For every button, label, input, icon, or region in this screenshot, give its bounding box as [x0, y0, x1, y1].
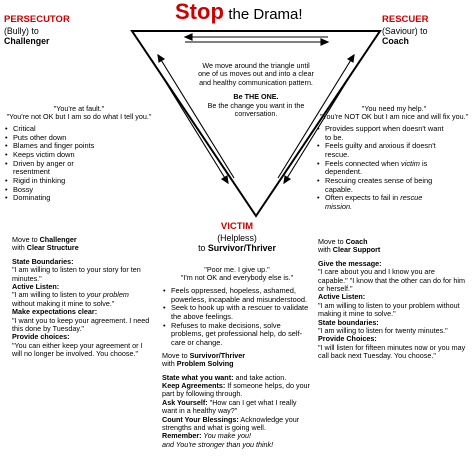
challenger-panel: Move to Challenger with Clear Structure … — [12, 235, 152, 359]
expectations-heading: Make expectations clear: — [12, 307, 98, 317]
title-rest: the Drama! — [228, 6, 303, 23]
victim-traits: Feels oppressed, hopeless, ashamed, powe… — [162, 286, 312, 348]
count-blessings: Count Your Blessings: Acknowledge your s… — [162, 414, 300, 432]
top-arrows — [183, 33, 330, 46]
rescuer-traits: Provides support when doesn't want to be… — [316, 124, 446, 212]
give-message-text: "I care about you and I know you are cap… — [318, 267, 465, 294]
title-stop: Stop — [175, 0, 224, 24]
center-text: We move around the triangle until one of… — [196, 61, 316, 119]
victim-quote-1: "Poor me. I give up." — [204, 265, 270, 274]
rescuer-to: Coach — [382, 35, 409, 46]
coach-with: with Clear Support — [318, 245, 381, 255]
list-item: Driven by anger or resentment — [4, 159, 103, 177]
center-be-one: Be THE ONE. — [233, 92, 279, 102]
list-item: Keeps victim down — [4, 150, 154, 160]
expectations-text: "I want you to keep your agreement. I ne… — [12, 315, 150, 334]
list-item: Bossy — [4, 185, 154, 195]
survivor-steps: State what you want: and take action. Ke… — [162, 372, 312, 450]
rescuer-header: RESCUER (Saviour) to Coach — [382, 14, 472, 46]
list-item: Blames and finger points — [4, 142, 154, 151]
persecutor-to: Challenger — [4, 35, 50, 46]
survivor-move: Move to Survivor/Thriver with Problem So… — [162, 350, 246, 369]
state-boundaries-heading: State Boundaries: — [12, 256, 74, 266]
active-listen-text: "I am willing to listen to your problem … — [12, 290, 129, 308]
persecutor-header: PERSECUTOR (Bully) to Challenger — [4, 14, 104, 46]
victim-header: VICTIM (Helpless) to Survivor/Thriver — [160, 221, 314, 253]
list-item: Rigid in thinking — [4, 176, 154, 186]
page-title: Stop the Drama! — [175, 0, 335, 27]
choices-text: "You can either keep your agreement or I… — [12, 340, 143, 359]
persecutor-quote-2: "You're not OK but I am so do what I tel… — [6, 112, 152, 122]
keep-agreements: Keep Agreements: If someone helps, do yo… — [162, 380, 310, 399]
rescuer-panel: "You need my help." "You're NOT OK but I… — [316, 104, 472, 212]
challenger-move: Move to Challenger — [12, 235, 77, 244]
persecutor-traits: Critical Puts other down Blames and fing… — [4, 124, 154, 203]
left-arrows — [151, 53, 235, 185]
victim-to-line: to Survivor/Thriver — [198, 242, 276, 253]
victim-sub: (Helpless) — [217, 232, 257, 243]
coach-boundaries-text: "I am willing to listen for twenty minut… — [318, 326, 448, 336]
rescuer-quote-2: "You're NOT OK but I am nice and will fi… — [319, 112, 469, 122]
list-item: Feels guilty and anxious if doesn't resc… — [316, 141, 446, 159]
coach-choices-text: "I will listen for fifteen minutes now o… — [318, 342, 466, 361]
ask-yourself: Ask Yourself: "How can I get what I real… — [162, 397, 297, 416]
state-want: State what you want: and take action. — [162, 372, 287, 382]
remember-2: and You're stronger than you think! — [162, 439, 274, 449]
persecutor-label: PERSECUTOR — [4, 14, 70, 25]
remember: Remember: You make you! — [162, 431, 251, 441]
rescuer-label: RESCUER — [382, 14, 429, 25]
persecutor-quote-1: "You're at fault." — [53, 104, 105, 113]
center-description: We move around the triangle until one of… — [198, 61, 314, 87]
list-item: Provides support when doesn't want to be… — [316, 124, 446, 142]
list-item: Feels oppressed, hopeless, ashamed, powe… — [162, 286, 312, 304]
right-arrows — [277, 53, 361, 185]
list-item: Rescuing creates sense of being capable. — [316, 176, 446, 194]
list-item: Dominating — [4, 194, 154, 203]
list-item: Seek to hook up with a rescuer to valida… — [162, 303, 312, 321]
center-be-change: Be the change you want in the conversati… — [207, 100, 305, 119]
coach-move: Move to Coach — [318, 237, 368, 246]
coach-active-listen-text: "I am willing to listen to your problem … — [318, 300, 460, 319]
persecutor-panel: "You're at fault." "You're not OK but I … — [4, 104, 154, 203]
list-item: Critical — [4, 124, 154, 134]
rescuer-sub: (Saviour) to — [382, 25, 428, 36]
persecutor-sub: (Bully) to — [4, 25, 39, 36]
victim-quote-2: "I'm not OK and everybody else is." — [180, 273, 294, 283]
coach-panel: Move to Coach with Clear Support Give th… — [318, 237, 466, 361]
coach-active-listen-heading: Active Listen: — [318, 292, 366, 302]
list-item: Often expects to fail in rescue mission. — [316, 194, 446, 211]
coach-boundaries-heading: State boundaries: — [318, 317, 379, 327]
active-listen-heading: Active Listen: — [12, 282, 60, 292]
state-boundaries-text: "I am willing to listen to your story fo… — [12, 265, 141, 283]
choices-heading: Provide choices: — [12, 332, 70, 342]
list-item: Feels connected when victim is dependent… — [316, 159, 446, 177]
rescuer-quote-1: "You need my help." — [361, 104, 427, 113]
give-message-heading: Give the message: — [318, 258, 382, 268]
victim-panel: "Poor me. I give up." "I'm not OK and ev… — [162, 265, 312, 450]
coach-choices-heading: Provide Choices: — [318, 334, 377, 344]
challenger-with: with Clear Structure — [12, 243, 79, 253]
victim-label: VICTIM — [220, 221, 254, 232]
list-item: Refuses to make decisions, solve problem… — [162, 321, 312, 348]
list-item: Puts other down — [4, 133, 154, 143]
